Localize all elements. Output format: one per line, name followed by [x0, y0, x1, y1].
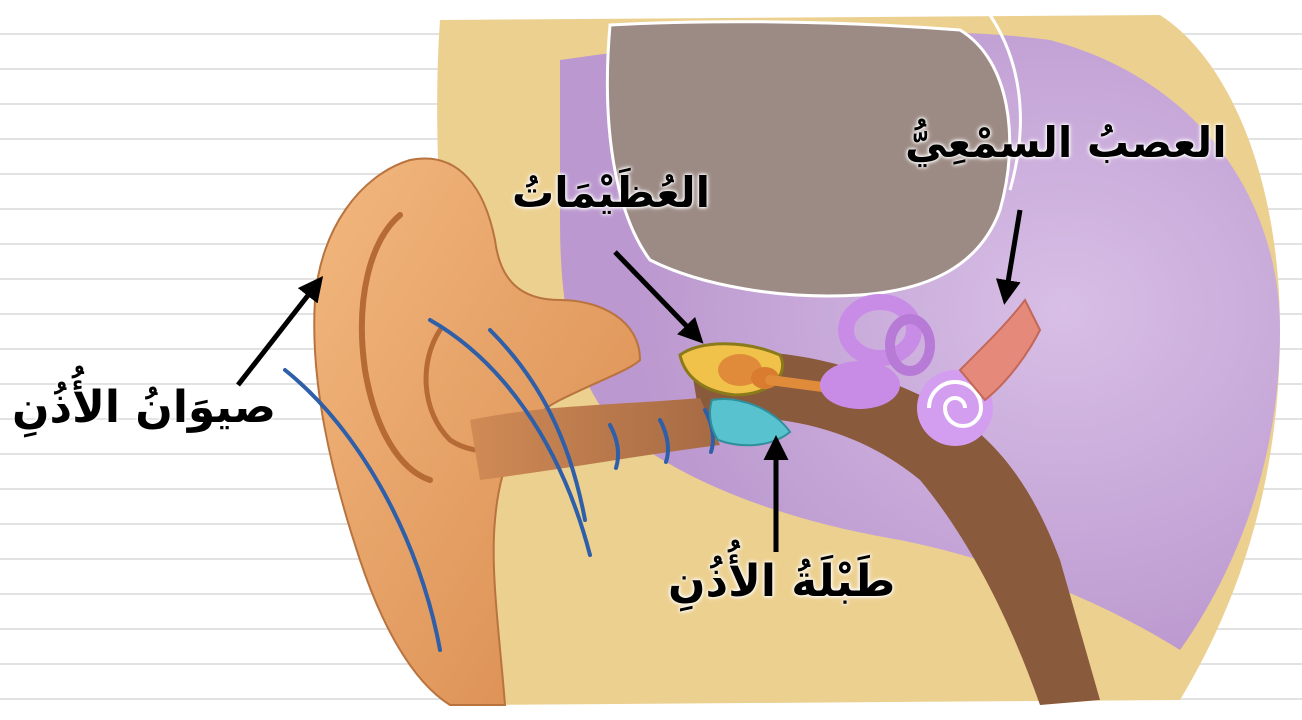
arrow-pinna	[238, 280, 320, 385]
label-eardrum: طَبْلَةُ الأُذُنِ	[668, 556, 895, 609]
label-pinna: صيوَانُ الأُذُنِ	[12, 382, 276, 435]
label-auditory-nerve: العصبُ السمْعِيُّ	[905, 118, 1227, 168]
label-ossicles: العُظَيْمَاتُ	[512, 168, 710, 218]
